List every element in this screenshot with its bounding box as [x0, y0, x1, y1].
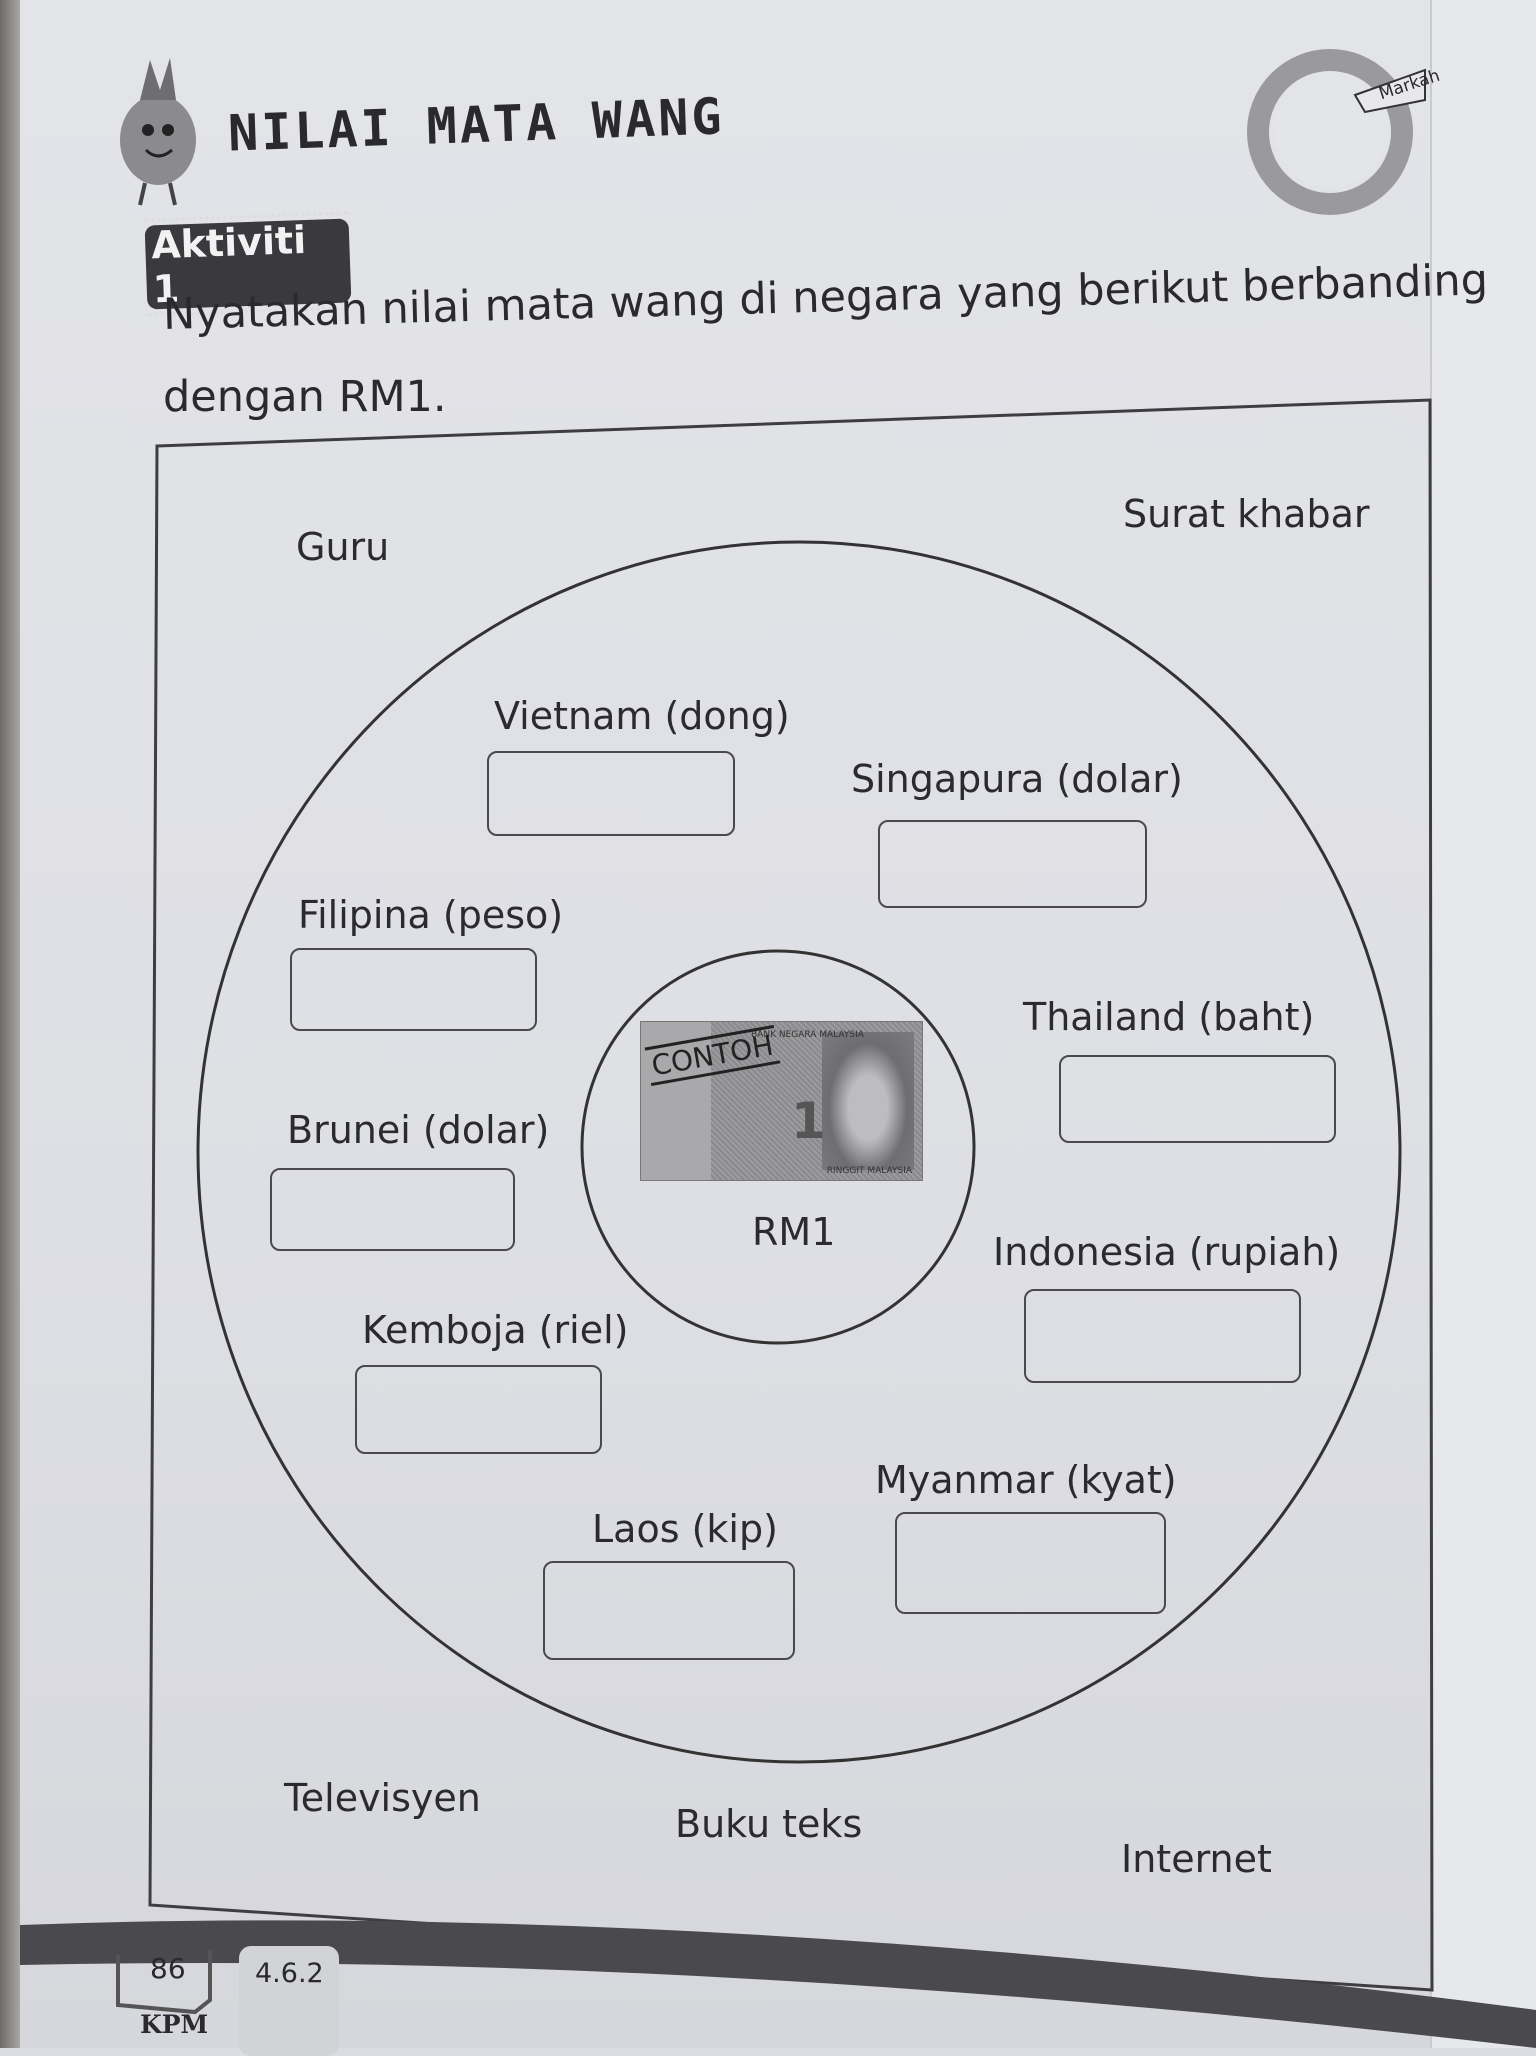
publisher-logo: KPM	[140, 2010, 209, 2039]
label-filipina: Filipina (peso)	[298, 893, 564, 937]
mascot-icon	[120, 58, 196, 206]
answer-box-filipina[interactable]	[290, 948, 537, 1031]
label-laos: Laos (kip)	[592, 1507, 778, 1551]
rm1-banknote-image: 1 BANK NEGARA MALAYSIA RINGGIT MALAYSIA …	[640, 1021, 923, 1181]
source-televisyen: Televisyen	[284, 1776, 481, 1820]
center-label-rm1: RM1	[752, 1210, 836, 1254]
book-logo-icon	[116, 1950, 212, 2015]
standard-code: 4.6.2	[255, 1958, 324, 1989]
answer-box-thailand[interactable]	[1059, 1055, 1336, 1143]
score-box: Markah	[1250, 45, 1442, 220]
answer-box-myanmar[interactable]	[895, 1512, 1166, 1614]
page-number: 86	[150, 1952, 186, 1985]
source-guru: Guru	[296, 525, 390, 569]
label-brunei: Brunei (dolar)	[287, 1108, 550, 1152]
label-thailand: Thailand (baht)	[1023, 995, 1315, 1039]
footer-band	[20, 1920, 1536, 2048]
label-vietnam: Vietnam (dong)	[494, 694, 790, 738]
standard-code-box: 4.6.2	[239, 1946, 339, 2056]
label-indonesia: Indonesia (rupiah)	[993, 1230, 1341, 1274]
answer-box-kemboja[interactable]	[355, 1365, 602, 1454]
answer-box-singapura[interactable]	[878, 820, 1147, 908]
activity-frame	[148, 398, 1434, 1992]
book-spine	[0, 0, 20, 2048]
note-issuer: BANK NEGARA MALAYSIA	[751, 1030, 864, 1040]
answer-box-indonesia[interactable]	[1024, 1289, 1301, 1383]
label-myanmar: Myanmar (kyat)	[875, 1458, 1177, 1502]
adjacent-page	[1430, 0, 1536, 2048]
inner-circle	[580, 949, 976, 1345]
label-singapura: Singapura (dolar)	[851, 757, 1183, 801]
note-currency: RINGGIT MALAYSIA	[826, 1166, 912, 1176]
note-left-panel	[641, 1022, 711, 1180]
source-buku-teks: Buku teks	[675, 1802, 863, 1846]
answer-box-vietnam[interactable]	[487, 751, 735, 836]
answer-box-laos[interactable]	[543, 1561, 795, 1660]
source-internet: Internet	[1121, 1837, 1272, 1881]
source-surat-khabar: Surat khabar	[1123, 492, 1370, 536]
instruction-line-2: dengan RM1.	[163, 372, 447, 422]
score-ring-icon	[1247, 49, 1426, 215]
answer-box-brunei[interactable]	[270, 1168, 515, 1251]
note-value: 1	[791, 1092, 826, 1150]
outer-circle	[196, 540, 1402, 1764]
note-portrait	[822, 1032, 914, 1170]
label-kemboja: Kemboja (riel)	[362, 1308, 629, 1352]
